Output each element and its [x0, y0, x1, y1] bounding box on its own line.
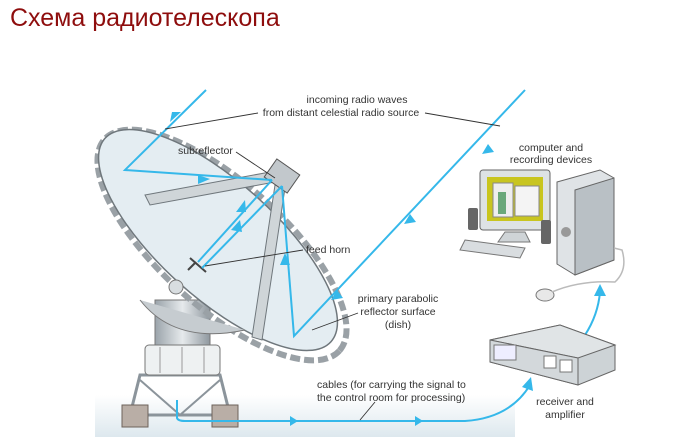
arrow-icon: [482, 144, 494, 154]
arrow-icon: [290, 416, 298, 426]
arrow-icon: [594, 284, 606, 296]
feed-horn: [187, 257, 207, 273]
arrow-icon: [236, 200, 246, 212]
leader-line: [164, 112, 259, 130]
label-cables-2: the control room for processing): [317, 392, 465, 404]
page-title: Схема радиотелескопа: [10, 4, 280, 32]
arrow-icon: [331, 290, 343, 300]
label-amplifier: amplifier: [545, 409, 585, 421]
label-primary-reflector: primary parabolic: [358, 293, 439, 305]
radio-telescope: [94, 126, 350, 428]
leader-line: [235, 151, 276, 179]
label-reflector-surface: reflector surface: [360, 306, 435, 318]
arrow-icon: [415, 416, 423, 426]
receiver-and-amplifier: [489, 324, 617, 386]
leader-line: [424, 112, 501, 127]
arrow-icon: [280, 253, 290, 265]
leader-line: [359, 401, 376, 421]
arrow-icon: [198, 175, 210, 184]
arrow-icon: [170, 112, 181, 122]
label-dish: (dish): [385, 319, 411, 331]
arrow-icon: [404, 214, 416, 224]
label-subreflector: subreflector: [178, 145, 233, 157]
label-cables: cables (for carrying the signal to: [317, 379, 466, 391]
arrow-icon: [522, 377, 533, 391]
label-receiver: receiver and: [536, 396, 594, 408]
label-computer: computer and: [519, 142, 583, 154]
arrow-icon: [231, 220, 242, 232]
leader-line: [311, 312, 359, 331]
label-recording-devices: recording devices: [510, 154, 592, 166]
label-incoming-radio-waves: incoming radio waves: [307, 94, 408, 106]
label-distant-source: from distant celestial radio source: [263, 107, 420, 119]
leader-line: [204, 249, 304, 267]
computer-and-recording-devices: [459, 169, 625, 302]
radio-wave-paths: [122, 89, 606, 426]
cable-line: [176, 384, 531, 422]
label-feed-horn: feed horn: [306, 244, 351, 256]
